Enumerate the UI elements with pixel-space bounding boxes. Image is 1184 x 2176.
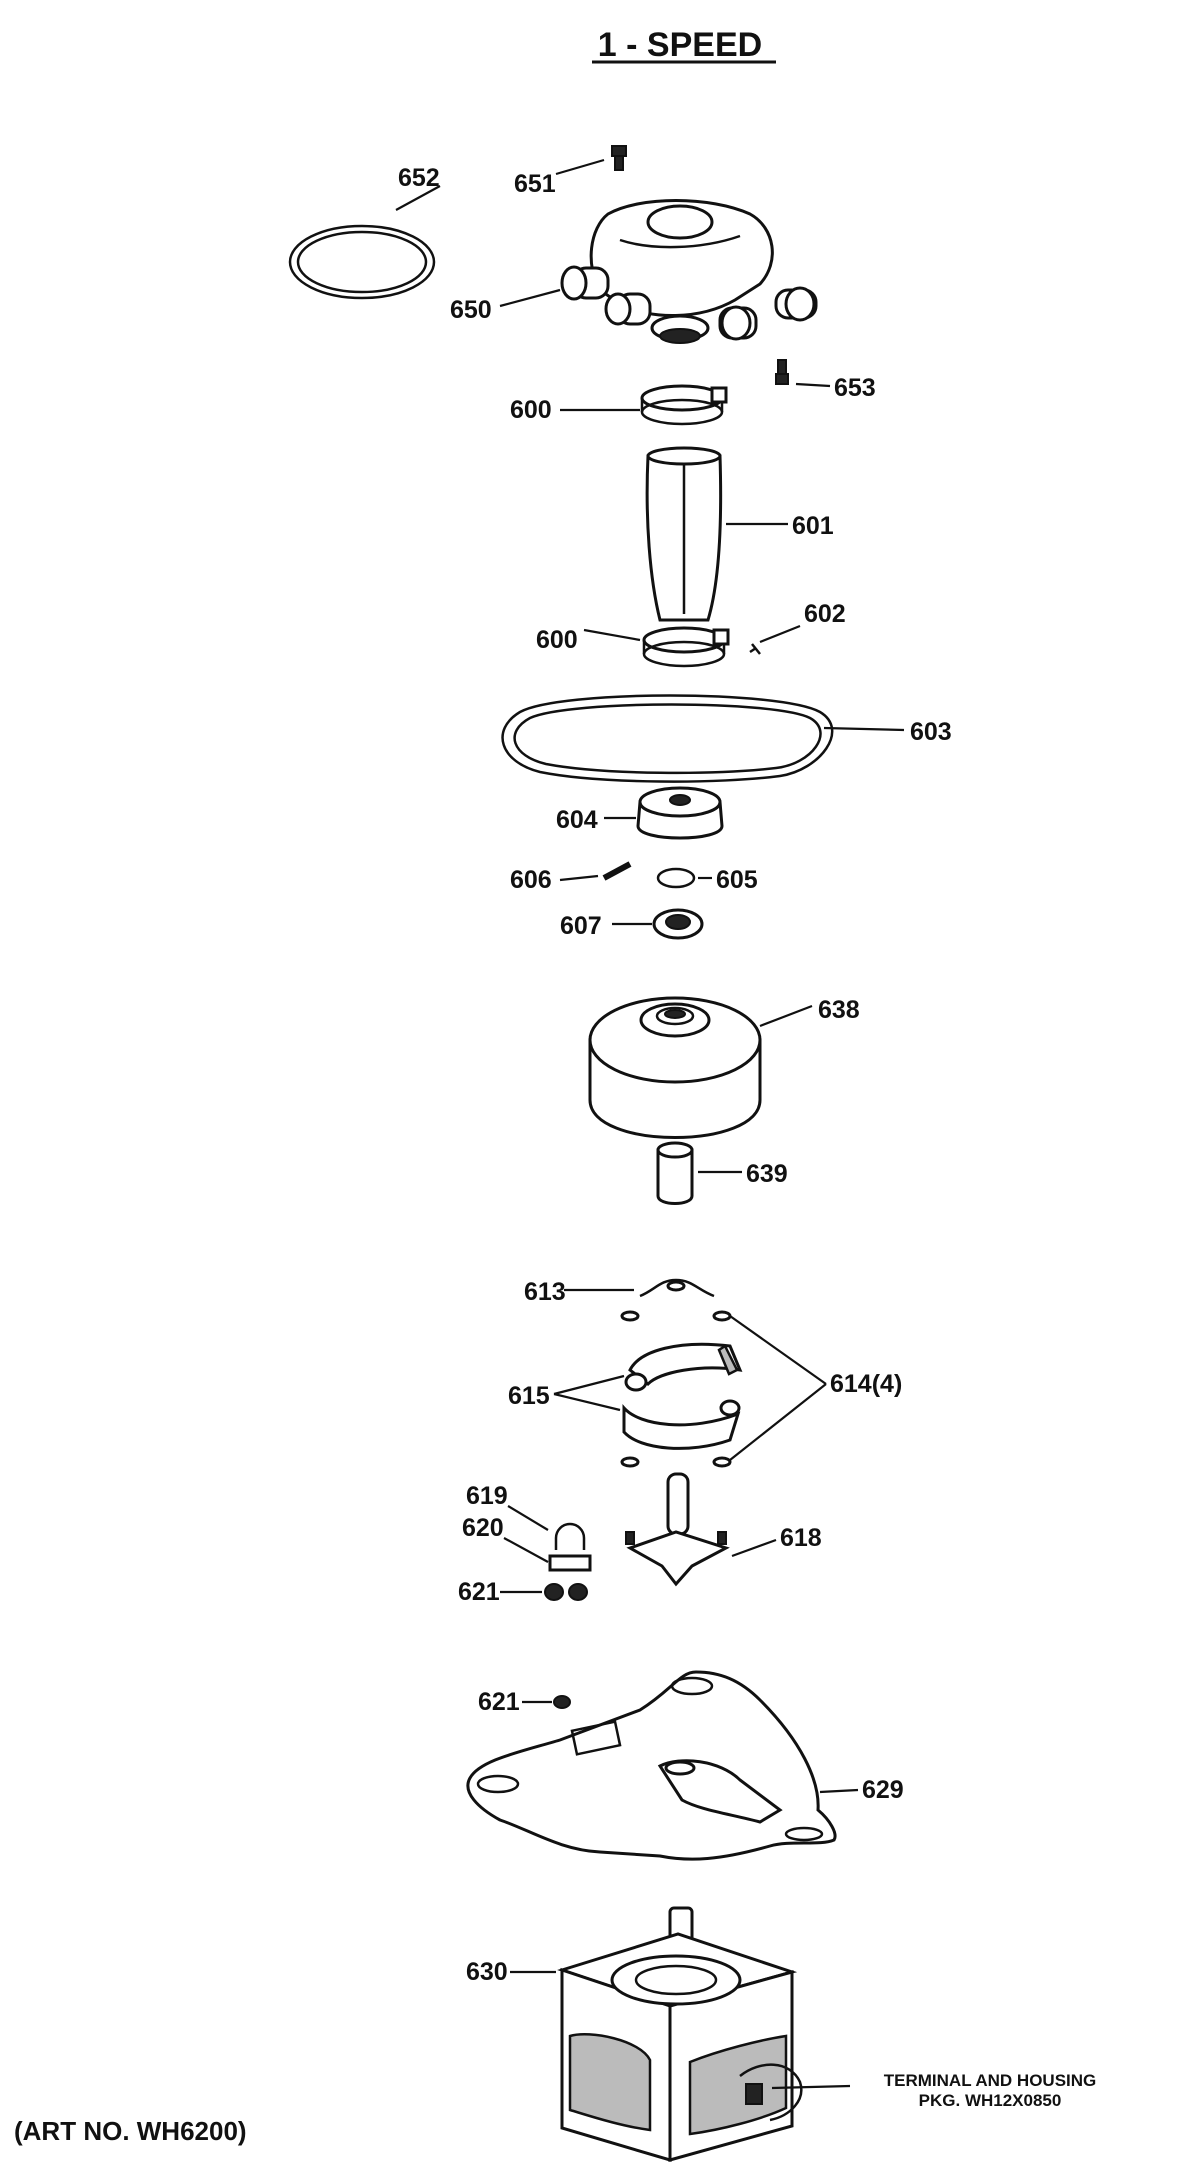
callout-605: 605 [716,866,758,894]
callout-600-upper: 600 [510,396,552,424]
leader-lines [395,158,905,2090]
part-630-motor [557,1906,803,2163]
art-number: (ART NO. WH6200) [14,2116,247,2146]
part-604-pulley [636,786,724,840]
callout-651: 651 [514,170,556,198]
callout-653: 653 [834,374,876,402]
callout-601: 601 [792,512,834,540]
part-650-pump [560,199,818,344]
part-603-belt [501,694,834,783]
callout-652: 652 [398,164,440,192]
callout-621-lower: 621 [478,1688,520,1716]
part-600-clamp-upper [640,384,728,426]
callout-638: 638 [818,996,860,1024]
part-629-mounting-plate [466,1670,837,1861]
part-613-clip [639,1278,715,1298]
callout-619: 619 [466,1482,508,1510]
callout-621-upper: 621 [458,1578,500,1606]
terminal-note-line1: TERMINAL AND HOUSING [884,2071,1097,2090]
part-614-washers [620,1310,732,1468]
part-651-screw [611,145,627,171]
part-602-screw [749,643,761,655]
part-620-plate [548,1554,592,1572]
part-621-nuts [544,1583,588,1709]
part-615-clutch-shoes [622,1342,743,1450]
callout-602: 602 [804,600,846,628]
part-600-clamp-lower [642,626,730,668]
callout-618: 618 [780,1524,822,1552]
part-607-bearing [652,908,704,940]
diagram-title: 1 - SPEED [598,26,762,64]
callout-650: 650 [450,296,492,324]
part-639-sleeve [656,1141,694,1205]
part-601-boot [645,446,723,622]
part-638-drive-pulley [588,996,762,1139]
part-618-spider [625,1472,730,1587]
part-652-ring [288,224,436,300]
part-653-screw [775,359,789,385]
callout-600-lower: 600 [536,626,578,654]
part-619-u-bolt [554,1522,586,1550]
callout-629: 629 [862,1776,904,1804]
callout-604: 604 [556,806,598,834]
callout-603: 603 [910,718,952,746]
callout-639: 639 [746,1160,788,1188]
callout-630: 630 [466,1958,508,1986]
part-606-pin [602,861,632,881]
terminal-note-line2: PKG. WH12X0850 [919,2091,1062,2110]
callout-613: 613 [524,1278,566,1306]
callout-606: 606 [510,866,552,894]
callout-607: 607 [560,912,602,940]
callout-620: 620 [462,1514,504,1542]
callout-614: 614(4) [830,1370,902,1398]
callout-615: 615 [508,1382,550,1410]
part-605-retaining-ring [656,867,696,889]
